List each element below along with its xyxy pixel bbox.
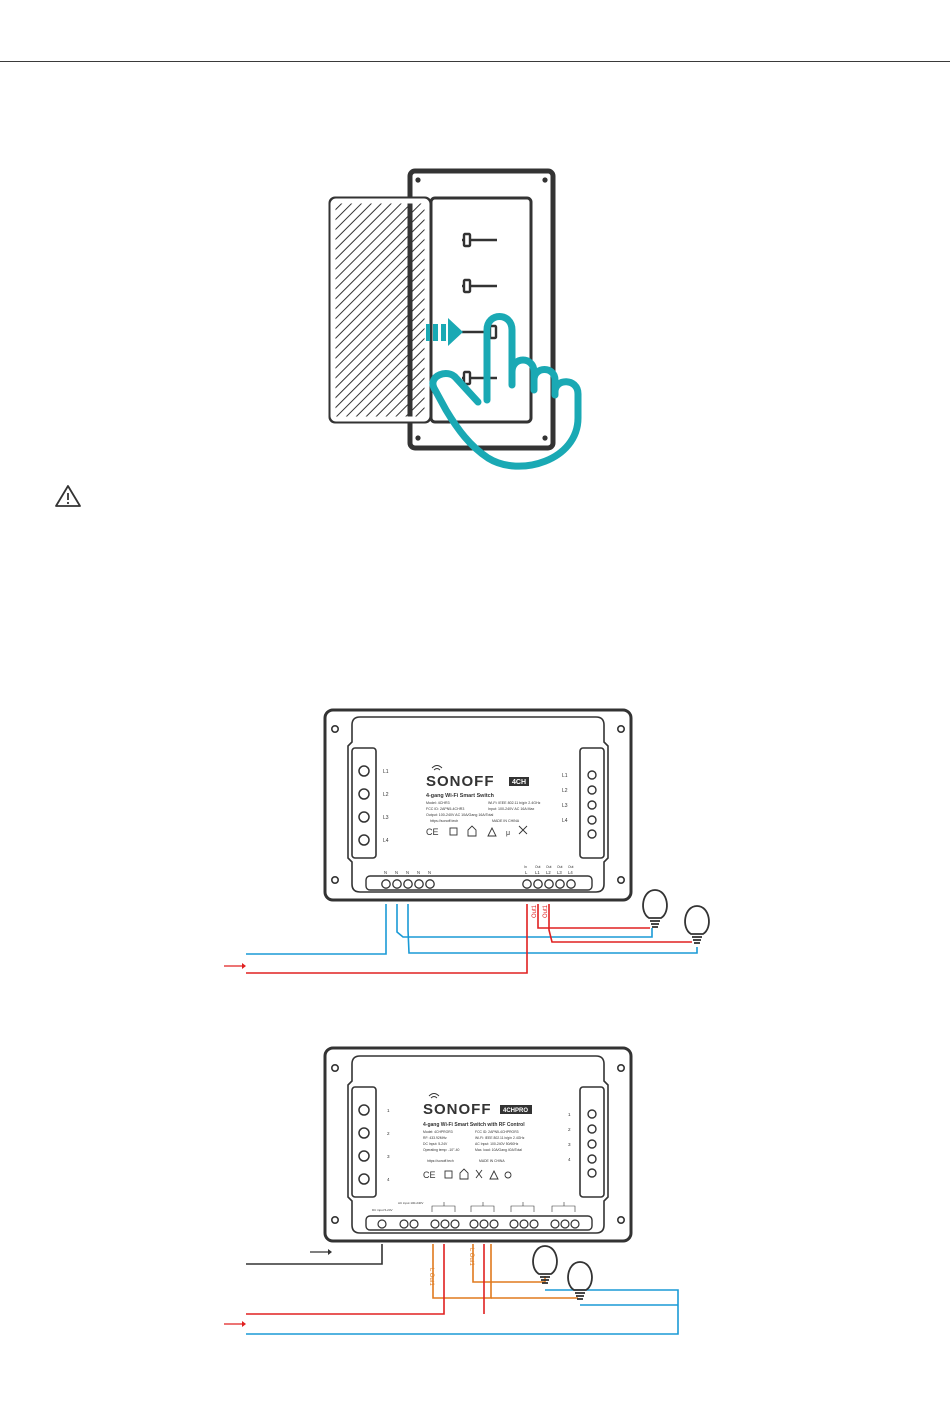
- model-badge: [500, 1105, 532, 1114]
- light-bulb-icon: [567, 1261, 593, 1300]
- dc-input-label: DC input 5-24V: [372, 1208, 393, 1212]
- brand-logo: SONOFF: [423, 1101, 492, 1118]
- svg-text:μ: μ: [506, 830, 510, 837]
- bottom-label: Out: [535, 865, 541, 869]
- bottom-label: L2: [546, 870, 551, 875]
- left-label: 4: [387, 1177, 390, 1182]
- spec-line: Wi-Fi: IEEE 802.11 b/g/n 2.4GHz: [475, 1136, 525, 1140]
- spec-line: DC Input: 5-24V: [423, 1142, 448, 1146]
- spec-line: FCC ID: 2APN5-4CHPROR3: [475, 1130, 519, 1134]
- left-label: L4: [383, 838, 389, 844]
- spec-line: MADE IN CHINA: [492, 819, 520, 823]
- model-badge-label: 4CHPRO: [503, 1108, 528, 1114]
- left-label: L1: [383, 769, 389, 775]
- certification-icons: CE: [423, 1168, 512, 1180]
- header-rule: [0, 61, 950, 62]
- bottom-label: N: [428, 870, 431, 875]
- wiring-4ch: [246, 904, 698, 974]
- spec-line: Input: 100-240V AC 16A Max: [488, 807, 535, 811]
- spec-line: FCC ID: 2APN5-4CHR3: [426, 807, 464, 811]
- label-text: L Out1: [468, 1248, 474, 1266]
- device-subtitle: 4-gang Wi-Fi Smart Switch: [426, 793, 494, 799]
- svg-text:CE: CE: [423, 1170, 436, 1180]
- right-label: L2: [562, 788, 568, 794]
- right-label: L3: [562, 803, 568, 809]
- bottom-label: N: [384, 870, 387, 875]
- wifi-icon: [431, 765, 443, 771]
- input-arrow-icon: [224, 963, 246, 969]
- right-label: 2: [568, 1127, 571, 1132]
- spec-line: RF: 433.92MHz: [423, 1136, 447, 1140]
- wifi-icon: [428, 1093, 440, 1099]
- bottom-label: Out: [568, 865, 574, 869]
- input-arrow-icon: [310, 1249, 332, 1255]
- right-label: 4: [568, 1157, 571, 1162]
- model-badge-label: 4CH: [512, 779, 526, 786]
- light-bulb-icon: [532, 1245, 558, 1284]
- label-text: Out1: [543, 904, 549, 918]
- spec-line: Model: 4CHR3: [426, 801, 450, 805]
- pointing-hand-icon: [429, 313, 582, 470]
- spec-line: MADE IN CHINA: [479, 1159, 505, 1163]
- figure-4chpro-wiring: 1 2 3 4 1 2 3 4 DC input 5-24V AC input …: [224, 1046, 679, 1335]
- spec-line: Operating temp: -10°-40: [423, 1148, 460, 1152]
- device-subtitle: 4-gang Wi-Fi Smart Switch with RF Contro…: [423, 1122, 525, 1128]
- label-text: L Out1: [428, 1268, 434, 1286]
- bottom-label: L1: [535, 870, 540, 875]
- bottom-label: In: [524, 865, 527, 869]
- left-label: 3: [387, 1154, 390, 1159]
- wiring-4chpro: [246, 1244, 679, 1335]
- warning-triangle-icon: [55, 485, 81, 507]
- left-label: 2: [387, 1131, 390, 1136]
- bottom-label: L4: [568, 870, 573, 875]
- right-label: L4: [562, 818, 568, 824]
- spec-line: Output: 100-240V AC 10A/Gang 16A/Total: [426, 813, 494, 817]
- bottom-label: L3: [557, 870, 562, 875]
- left-label: L2: [383, 792, 389, 798]
- teal-arrow-icon: [426, 318, 463, 346]
- input-arrow-icon: [224, 1321, 246, 1327]
- bottom-label: Out: [546, 865, 552, 869]
- out-labels: L Out1 L Out1: [428, 1248, 474, 1286]
- right-label: 3: [568, 1142, 571, 1147]
- spec-line: Model: 4CHPROR3: [423, 1130, 453, 1134]
- label-text: Out1: [532, 904, 538, 918]
- spec-line: Max. load: 10A/Gang 40A/Total: [475, 1148, 522, 1152]
- figure-4ch-wiring: L1 L2 L3 L4 L1 L2 L3 L4 N N N N N In Out…: [224, 708, 710, 974]
- dip-switch: [462, 232, 498, 386]
- ac-input-label: AC input 100-240V: [398, 1201, 423, 1205]
- bottom-label: N: [417, 870, 420, 875]
- out-labels: Out1 Out1: [532, 904, 549, 918]
- bottom-label: Out: [557, 865, 563, 869]
- left-label: L3: [383, 815, 389, 821]
- left-label: 1: [387, 1108, 390, 1113]
- device-4chpro: 1 2 3 4 1 2 3 4 DC input 5-24V AC input …: [323, 1046, 633, 1243]
- brand-logo: SONOFF: [426, 773, 495, 790]
- right-label: 1: [568, 1112, 571, 1117]
- light-bulb-icon: [642, 889, 668, 928]
- light-bulb-icon: [684, 905, 710, 944]
- spec-line: https://sonoff.tech: [427, 1159, 454, 1163]
- spec-line: https://sonoff.tech: [430, 819, 458, 823]
- right-label: L1: [562, 773, 568, 779]
- bottom-label: L: [525, 870, 528, 875]
- cover-hatched-panel: [328, 196, 432, 424]
- certification-icons: CE μ: [426, 825, 528, 837]
- model-badge: [509, 777, 529, 786]
- svg-text:CE: CE: [426, 827, 439, 837]
- device-board: [407, 168, 556, 451]
- bottom-label: N: [406, 870, 409, 875]
- spec-line: Wi-Fi: IEEE 802.11 b/g/n 2.4GHz: [488, 801, 541, 805]
- device-4ch: L1 L2 L3 L4 L1 L2 L3 L4 N N N N N In Out…: [323, 708, 633, 902]
- spec-line: AC Input: 100-240V 50/60Hz: [475, 1142, 519, 1146]
- bottom-label: N: [395, 870, 398, 875]
- figure-open-cover: [328, 168, 582, 470]
